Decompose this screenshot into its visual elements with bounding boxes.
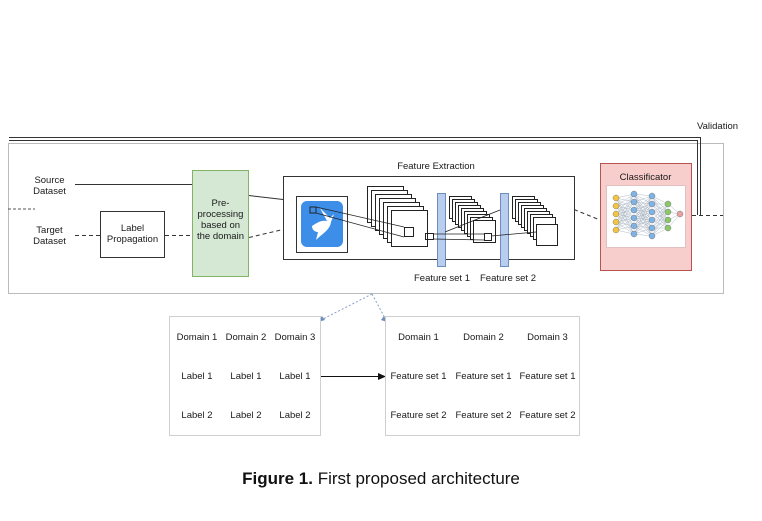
label-propagation-box: Label Propagation [100,211,165,258]
bird-patch [309,206,317,214]
feature-extraction-label: Feature Extraction [397,161,475,172]
preproc-to-fe-solid [248,195,284,200]
nn-node [676,210,684,218]
nn-edge [615,217,635,231]
nn-node [648,200,656,208]
pipeline-frame [8,143,724,294]
nn-node [664,200,672,208]
figure-number: Figure 1. [242,469,313,488]
table-cell: Domain 2 [463,332,504,343]
nn-edge [651,203,669,229]
validation-loop-outer [9,137,701,215]
nn-node [630,206,638,214]
table-cell: Feature set 2 [455,410,512,421]
nn-edge [651,211,669,237]
nn-node [664,224,672,232]
table-cell: Label 2 [230,410,262,421]
feature-set-2-bar [500,193,509,267]
table-cell: Feature set 1 [455,371,512,382]
domain-feature-table: Domain 1 Domain 2 Domain 3 Feature set 1… [385,316,580,436]
source-dataset-label: Source Dataset [33,175,66,197]
nn-node [612,202,620,210]
validation-label: Validation [697,121,739,132]
table-cell: Label 1 [279,371,311,382]
table-cell: Domain 1 [398,332,439,343]
preprocessing-label: Pre- processing based on the domain [196,198,244,242]
nn-node [664,208,672,216]
nn-edge [633,195,653,235]
nn-edge [615,193,635,215]
fe-to-classifier-dashed [573,209,601,221]
nn-edge [651,203,669,237]
feature-set-1-bar [437,193,446,267]
nn-node [630,222,638,230]
nn-node [630,190,638,198]
table-cell: Label 1 [181,371,213,382]
nn-node [648,216,656,224]
neural-net-icon [612,190,684,240]
nn-node [612,210,620,218]
nn-edge [651,203,669,221]
figure-title: First proposed architecture [312,469,520,488]
label-propagation-label: Label Propagation [106,223,159,245]
nn-edge [633,211,653,235]
table-cell: Domain 3 [527,332,568,343]
figure-caption: Figure 1. First proposed architecture [0,469,762,489]
nn-edge [633,195,653,227]
nn-edge [615,209,635,231]
nn-edge [633,203,653,235]
nn-node [648,232,656,240]
domain-label-table: Domain 1 Domain 2 Domain 3 Label 1 Label… [169,316,321,436]
classificator-label: Classificator [619,172,672,183]
bird-icon [312,214,334,240]
nn-edge [633,219,653,235]
table-cell: Feature set 2 [390,410,447,421]
target-dataset-label: Target Dataset [33,225,66,247]
table-cell: Feature set 2 [519,410,576,421]
nn-node [630,230,638,238]
nn-edge [651,219,669,237]
nn-edge [633,195,653,211]
table-cell: Domain 3 [274,332,316,343]
nn-node [664,216,672,224]
table-cell: Domain 1 [176,332,218,343]
nn-edge [615,193,635,207]
validation-loop-inner [9,140,698,215]
table-cell: Feature set 1 [519,371,576,382]
nn-node [612,194,620,202]
nn-edge [615,193,635,231]
preprocessing-box: Pre- processing based on the domain [192,170,249,277]
preproc-to-fe-dashed [248,229,284,238]
table-cell: Domain 2 [225,332,267,343]
table-cell: Feature set 1 [390,371,447,382]
table-cell: Label 1 [230,371,262,382]
nn-node [612,226,620,234]
cnn-stack-1 [367,186,428,247]
nn-node [648,192,656,200]
table-cell: Label 2 [279,410,311,421]
nn-node [630,198,638,206]
feature-set-2-label: Feature set 2 [480,273,536,284]
table-cell: Label 2 [181,410,213,421]
nn-node [612,218,620,226]
nn-edge [615,193,635,223]
nn-edge [633,195,653,219]
nn-edge [615,201,635,231]
nn-node [630,214,638,222]
feature-set-1-label: Feature set 1 [414,273,470,284]
cnn-stack-3 [512,196,558,246]
nn-node [648,208,656,216]
nn-node [648,224,656,232]
